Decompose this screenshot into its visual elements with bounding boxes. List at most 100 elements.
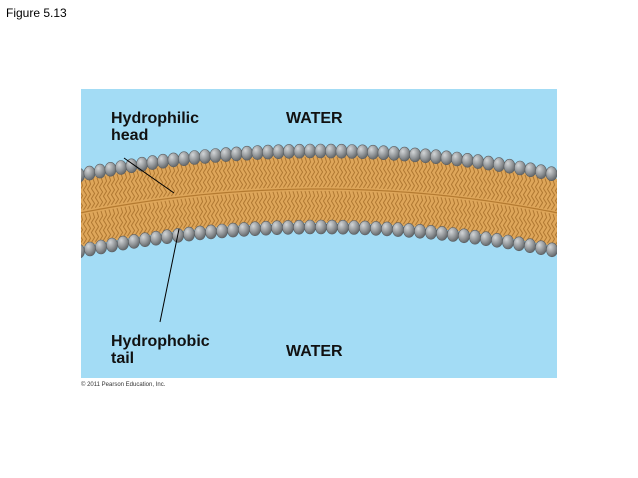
lipid-tail (138, 170, 144, 201)
lipid-tail (450, 198, 456, 229)
lipid-tail (174, 199, 180, 230)
lipid-tail (158, 167, 164, 198)
phospholipid-head (283, 144, 295, 159)
lipid-tail (82, 213, 88, 245)
lipid-tail (166, 200, 172, 231)
lipid-tail (110, 208, 116, 240)
lipid-tail (274, 157, 280, 188)
lipid-tail (354, 191, 360, 222)
hydrophilic-head-label: Hydrophilic head (111, 110, 199, 144)
lipid-tail (282, 191, 288, 222)
phospholipid-head (150, 230, 162, 246)
lipid-tail (382, 192, 388, 224)
phospholipid-head (535, 164, 547, 179)
lipid-tail (198, 162, 204, 194)
lipid-tail (286, 157, 292, 188)
lipid-tail (118, 207, 124, 238)
lipid-tail (470, 166, 476, 198)
lipid-tail (442, 163, 448, 194)
lipid-tail (166, 166, 172, 197)
lipid-tail (482, 168, 488, 199)
lipid-tail (330, 190, 336, 222)
phospholipid-head (230, 146, 243, 162)
lipid-tail (214, 161, 220, 192)
lipid-tail (310, 190, 316, 222)
lipid-tail (374, 158, 380, 189)
lipid-tail (182, 198, 188, 229)
lipid-tail (474, 201, 480, 232)
phospholipid-head (392, 222, 404, 237)
lipid-tail (422, 195, 428, 226)
phospholipid-head (356, 144, 369, 160)
lipid-tail (394, 159, 400, 190)
phospholipid-head (440, 150, 453, 166)
lipid-tail (122, 206, 128, 238)
lipid-tail (362, 191, 368, 223)
lipid-tail (486, 168, 492, 200)
lipid-tail (546, 213, 552, 244)
lipid-tail (150, 202, 156, 233)
hydrophilic-pointer-line (123, 157, 175, 194)
lipid-tail (474, 167, 480, 198)
lipid-tail (438, 197, 444, 228)
lipid-tail (306, 190, 312, 222)
lipid-tail (522, 174, 528, 206)
lipid-tail (534, 210, 540, 242)
lipid-tail (430, 162, 436, 193)
phospholipid-head (139, 232, 151, 247)
lipid-tail (466, 200, 472, 231)
phospholipid-head (220, 147, 232, 162)
phospholipid-head (325, 143, 337, 159)
hydrophobic-pointer-line (159, 228, 180, 323)
phospholipid-head (335, 143, 348, 159)
lipid-tail (494, 170, 500, 201)
lipid-tail (542, 212, 548, 243)
hydrophobic-label-line1: Hydrophobic (111, 333, 210, 350)
lipid-tail (422, 161, 428, 192)
phospholipid-head (472, 154, 484, 169)
lipid-tail (342, 191, 348, 222)
lipid-tail (194, 163, 200, 194)
phospholipid-head (535, 240, 547, 255)
lipid-tail (426, 161, 432, 193)
lipid-tail (370, 158, 376, 189)
lipid-tail (450, 164, 456, 195)
lipid-tail (318, 156, 324, 188)
lipid-tail (162, 166, 168, 198)
lipid-tail (202, 196, 208, 227)
hydrophilic-label-line1: Hydrophilic (111, 110, 200, 127)
lipid-tail (542, 178, 548, 209)
lipid-tail (146, 168, 152, 200)
phospholipid-head (425, 225, 437, 240)
lipid-tail (538, 177, 544, 208)
lipid-tail (358, 157, 364, 188)
lipid-tail (418, 161, 424, 192)
phospholipid-head (370, 221, 382, 236)
lipid-tail (502, 205, 508, 236)
lipid-tail (130, 205, 136, 236)
lipid-tail (498, 170, 504, 202)
phospholipid-head (227, 222, 239, 238)
lipid-tail (270, 191, 276, 223)
phospholipid-head (359, 220, 371, 236)
lipid-tail (210, 161, 216, 192)
lipid-tail (234, 193, 240, 225)
phospholipid-head (293, 219, 305, 235)
lipid-tail (546, 179, 552, 210)
phospholipid-head (419, 148, 432, 164)
phospholipid-head (458, 228, 470, 244)
lipid-tail (94, 177, 100, 208)
lipid-tail (338, 157, 344, 188)
hydrophobic-label-line2: tail (111, 350, 135, 367)
lipid-tail (462, 199, 468, 231)
lipid-tail (430, 196, 436, 227)
lipid-tail (418, 195, 424, 226)
lipid-tail (186, 197, 192, 229)
lipid-tail (266, 191, 272, 223)
tail-texture (81, 156, 557, 246)
lipid-tail (178, 164, 184, 196)
lipid-tail (362, 157, 368, 189)
lipid-tail (250, 158, 256, 190)
lipid-tail (342, 157, 348, 188)
phospholipid-head (249, 221, 261, 236)
